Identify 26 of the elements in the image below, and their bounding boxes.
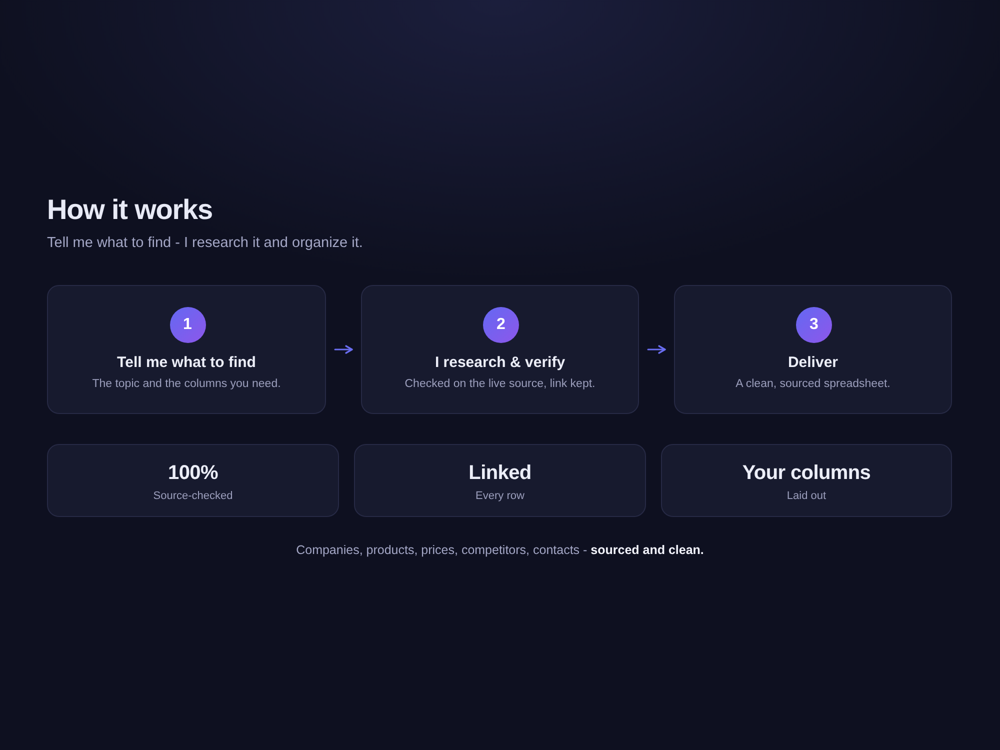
footer-note: Companies, products, prices, competitors, contacts - sourced and clean.	[296, 543, 704, 557]
stat-value: 100%	[168, 461, 218, 485]
arrow	[647, 345, 666, 354]
step-title: I research & verify	[434, 353, 566, 373]
step-card	[674, 285, 952, 414]
stat-value: Your columns	[742, 461, 871, 485]
step-number: 1	[170, 307, 206, 343]
step-card	[47, 285, 326, 414]
stat-card	[661, 444, 952, 517]
stat-value: Linked	[468, 461, 532, 485]
heading: How it works	[47, 193, 212, 227]
step-description: The topic and the columns you need.	[92, 377, 281, 392]
stat-card	[47, 444, 339, 517]
step-description: Checked on the live source, link kept.	[404, 377, 596, 392]
step-title: Deliver	[788, 353, 838, 373]
subtitle: Tell me what to find - I research it and organize it.	[47, 234, 363, 253]
step-description: A clean, sourced spreadsheet.	[736, 377, 890, 392]
step-number: 3	[796, 307, 832, 343]
step-title: Tell me what to find	[117, 353, 256, 373]
stat-label: Every row	[476, 489, 524, 503]
step-card	[361, 285, 639, 414]
stat-label: Laid out	[786, 489, 826, 503]
stat-card	[354, 444, 646, 517]
arrow	[334, 345, 353, 354]
step-number: 2	[483, 307, 519, 343]
stat-label: Source-checked	[153, 489, 233, 503]
